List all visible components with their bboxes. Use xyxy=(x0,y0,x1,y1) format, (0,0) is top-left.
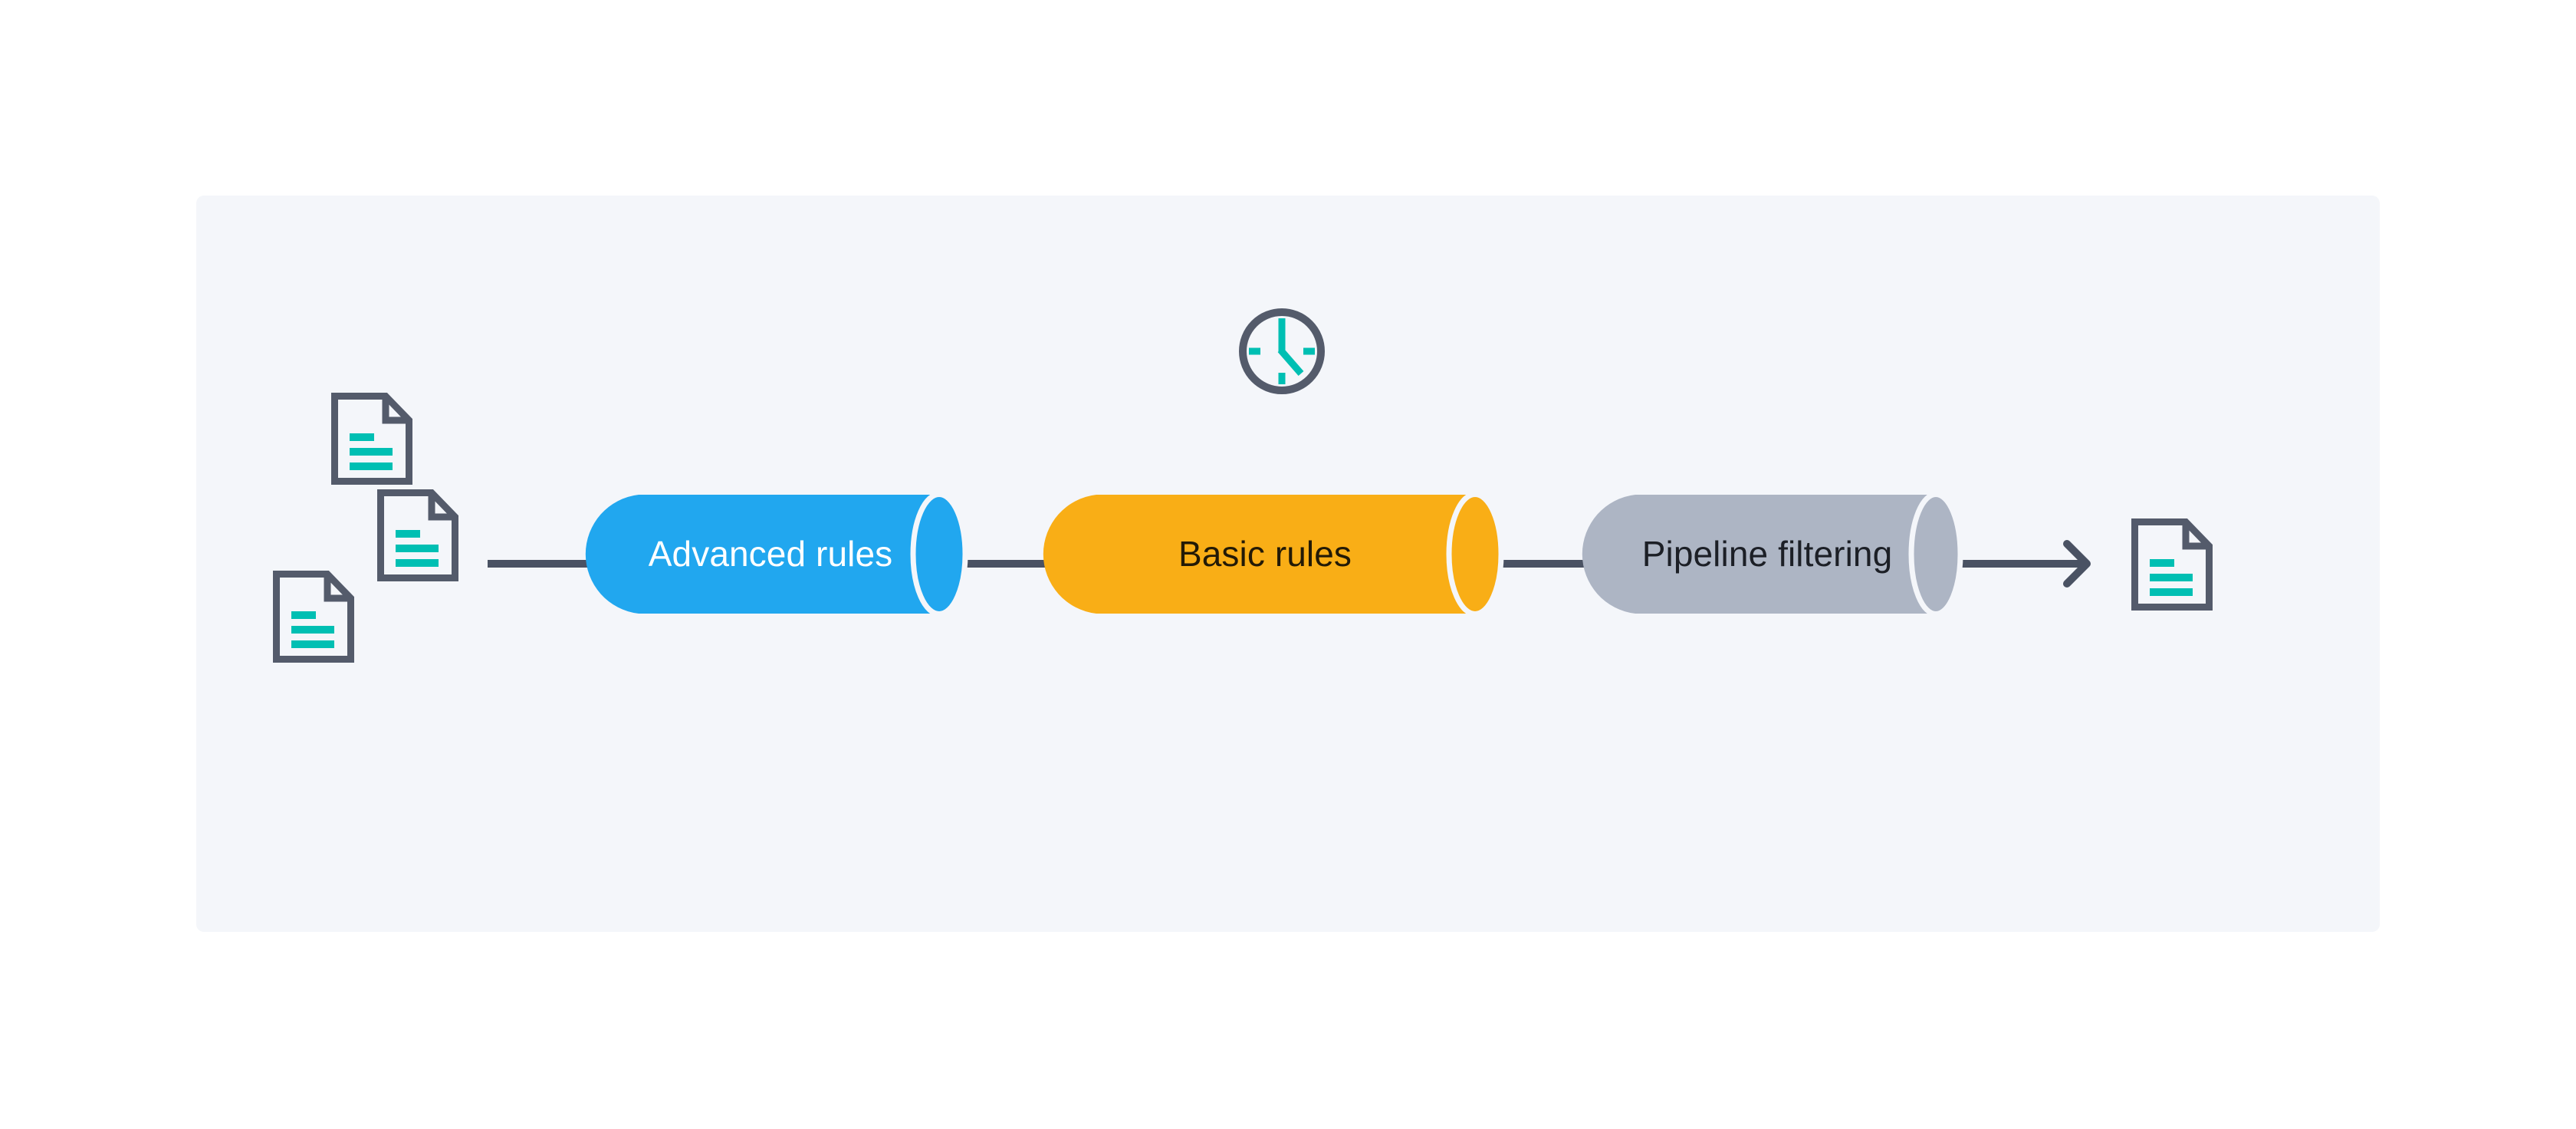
cylinder-body-orange xyxy=(1043,495,1475,614)
cylinder-cap-gray xyxy=(1908,492,1963,617)
cylinder-cap-blue xyxy=(910,492,968,617)
stage-pipeline-filtering[interactable] xyxy=(1582,492,1963,617)
clock-hour-hand xyxy=(1277,347,1304,376)
output-document xyxy=(2135,522,2210,607)
input-document-top xyxy=(335,397,409,482)
stage-basic-rules[interactable] xyxy=(1043,492,1504,617)
stage-advanced-rules[interactable] xyxy=(585,492,968,617)
flow-arrow-head-icon xyxy=(2063,540,2091,588)
cylinder-cap-orange xyxy=(1446,492,1504,617)
cylinder-body-blue xyxy=(585,495,939,614)
clock-icon xyxy=(1239,308,1325,394)
input-document-bottom xyxy=(277,574,351,660)
clock-ring xyxy=(1239,308,1325,394)
cylinder-body-gray xyxy=(1582,495,1936,614)
input-document-middle xyxy=(381,493,455,578)
